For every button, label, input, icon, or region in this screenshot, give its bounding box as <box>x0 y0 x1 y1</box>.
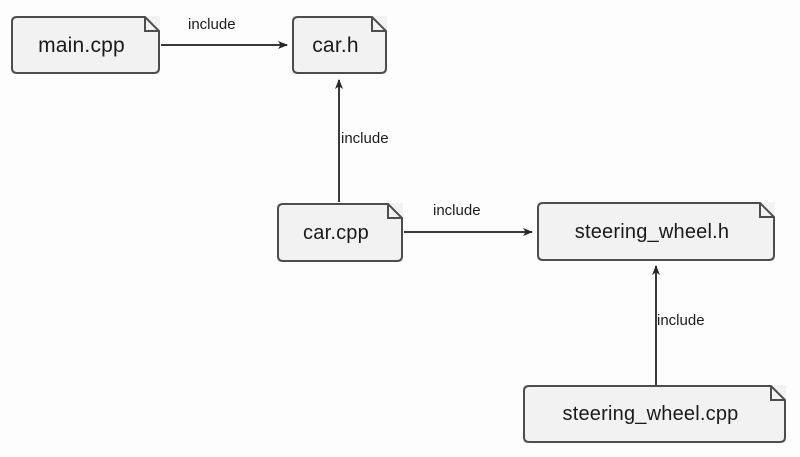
file-shape-icon <box>523 385 786 443</box>
node-main-cpp[interactable]: main.cpp <box>11 16 160 74</box>
node-steering-wheel-cpp[interactable]: steering_wheel.cpp <box>523 385 786 443</box>
node-steering-wheel-h[interactable]: steering_wheel.h <box>537 202 775 261</box>
file-shape-icon <box>11 16 160 74</box>
file-shape-icon <box>537 202 775 261</box>
edge-label-carcpp-to-swh: include <box>433 202 481 219</box>
file-shape-icon <box>277 203 403 262</box>
edge-label-swcpp-to-swh: include <box>657 312 705 329</box>
node-label: car.cpp <box>303 221 369 244</box>
edge-label-main-to-carh: include <box>188 16 236 33</box>
node-label: car.h <box>312 33 359 57</box>
node-label: steering_wheel.cpp <box>562 403 739 425</box>
file-shape-icon <box>292 16 387 74</box>
node-label: steering_wheel.h <box>574 220 730 243</box>
node-label: main.cpp <box>38 33 125 57</box>
node-car-cpp[interactable]: car.cpp <box>277 203 403 262</box>
node-car-h[interactable]: car.h <box>292 16 387 74</box>
edge-label-carcpp-to-carh: include <box>341 130 389 147</box>
